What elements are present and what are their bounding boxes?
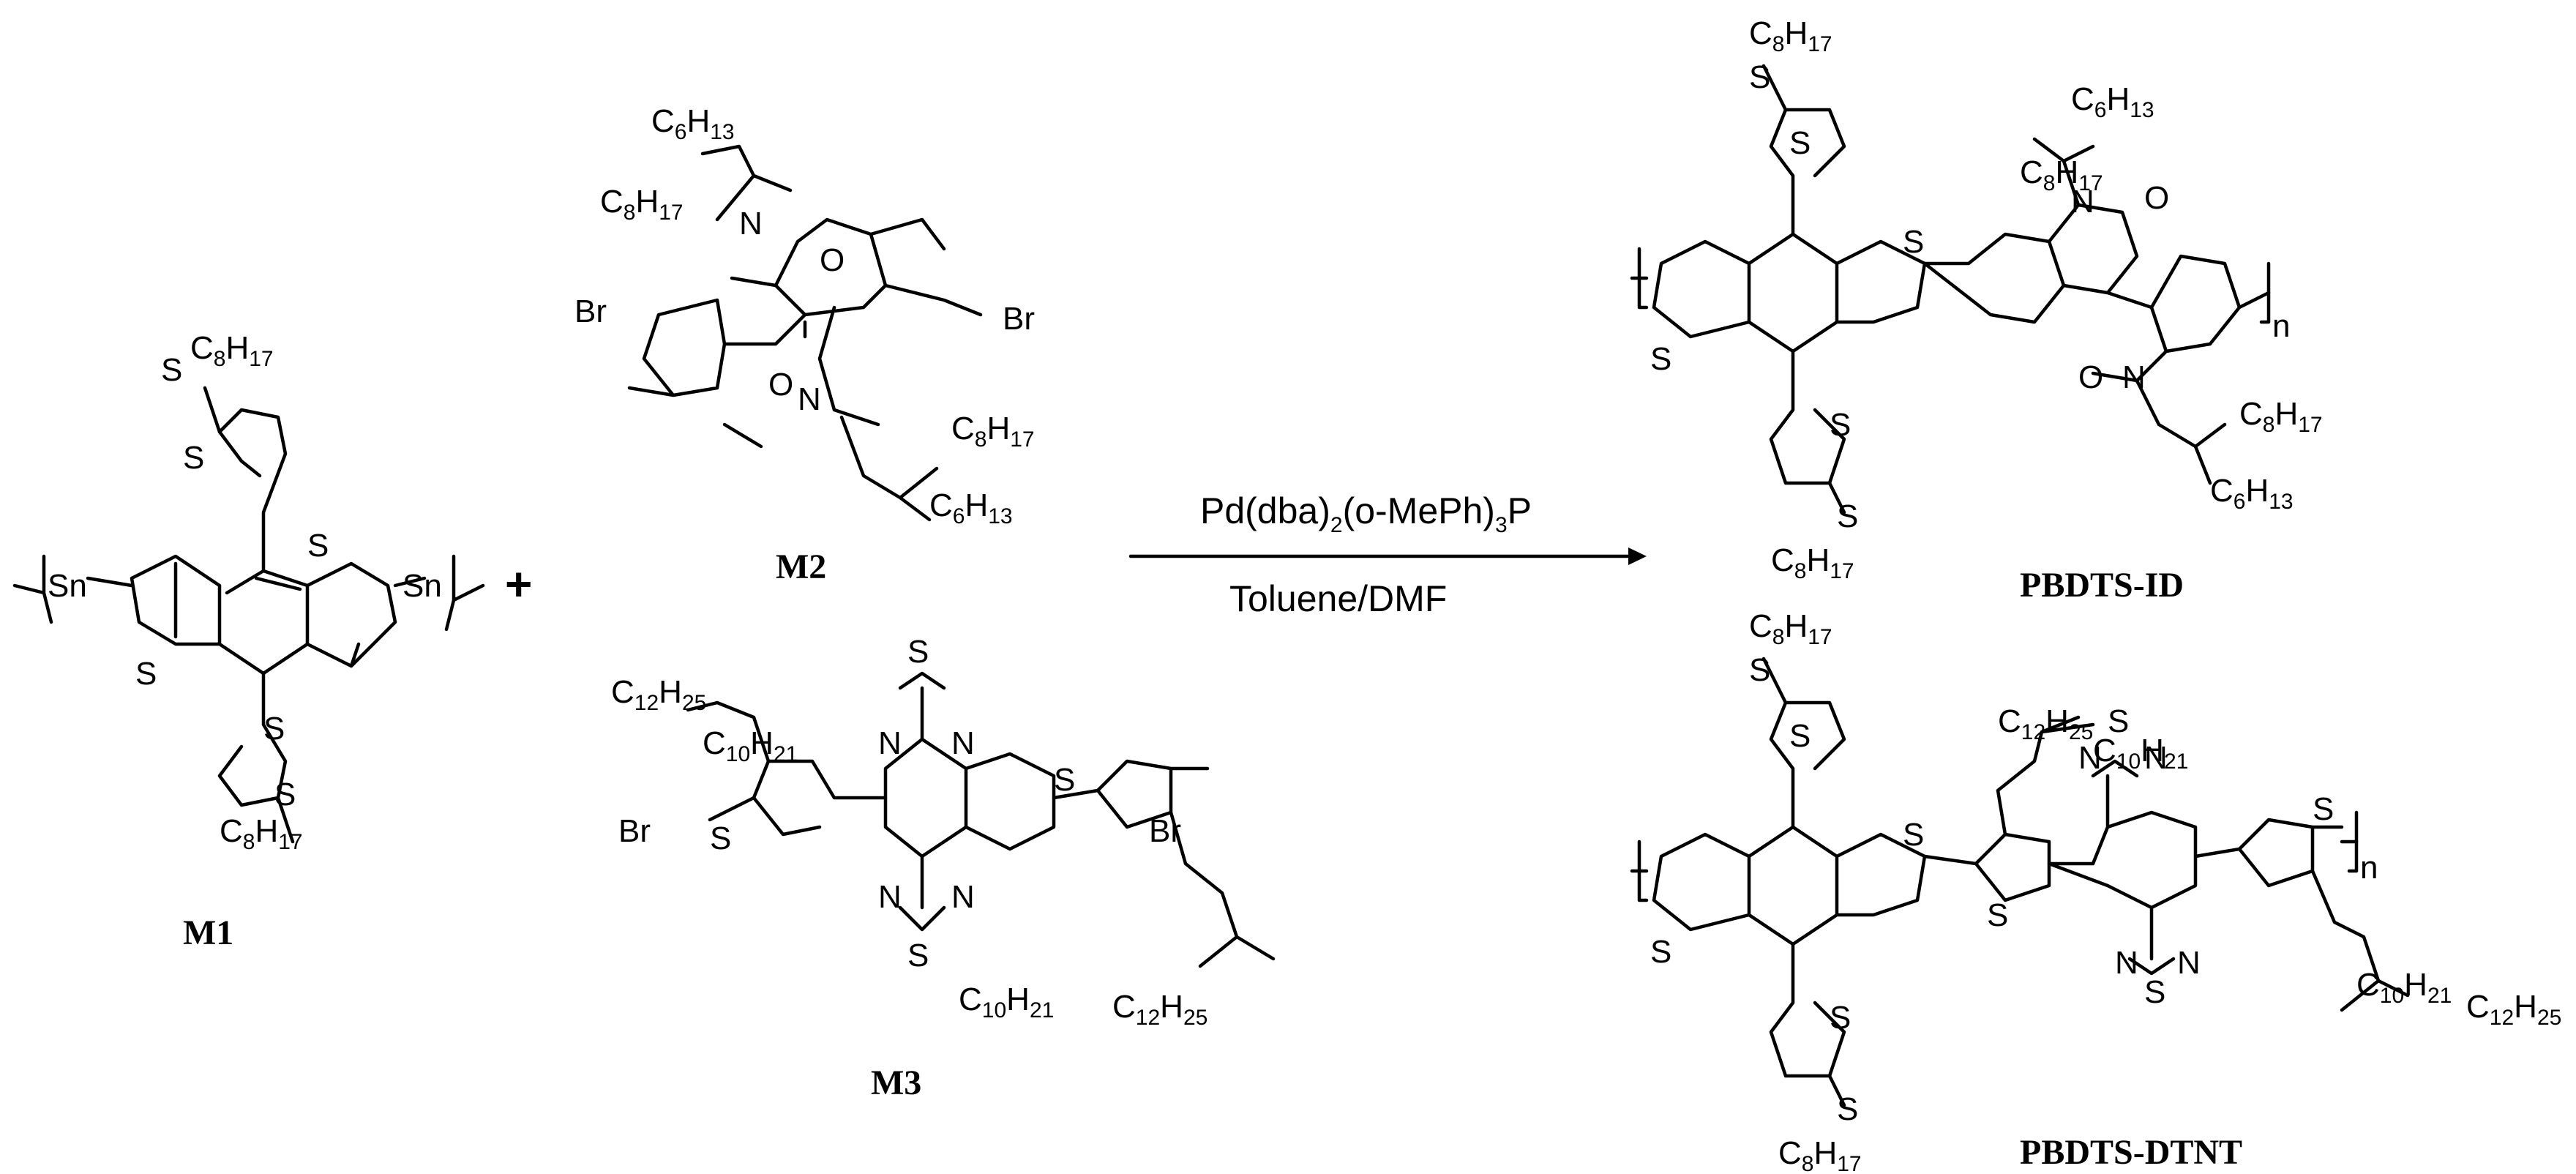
chain-c12h25: C12H25	[1112, 989, 1208, 1030]
atom-label: S	[907, 634, 929, 670]
label-pbdts-id: PBDTS-ID	[2020, 566, 2184, 605]
atom-label: S	[1903, 224, 1924, 260]
monomer-m1: S C8H17 S S S S S C8H17 Sn Sn M1	[12, 330, 485, 952]
product-pbdts-id: C8H17 S S S S S S C8H17 N O N O C6H13 C8…	[1630, 15, 2323, 605]
atom-label: Sn	[48, 568, 87, 604]
chain-c10h21: C10H21	[2356, 967, 2452, 1008]
atom-label: N	[2122, 359, 2146, 395]
chain-c8h17: C8H17	[220, 813, 303, 854]
chain-c8h17: C8H17	[190, 330, 274, 371]
atom-label: S	[263, 711, 285, 747]
atom-label: S	[1054, 762, 1075, 798]
chain-c6h13: C6H13	[929, 487, 1013, 528]
label-pbdts-dtnt: PBDTS-DTNT	[2020, 1133, 2242, 1172]
atom-label: S	[2144, 974, 2165, 1010]
chain-c8h17: C8H17	[1749, 15, 1832, 56]
label-m1: M1	[183, 913, 233, 952]
chain-c6h13: C6H13	[2071, 81, 2154, 122]
chain-c12h25: C12H25	[611, 674, 706, 715]
atom-label: Sn	[402, 568, 442, 604]
atom-label: S	[1650, 934, 1671, 970]
monomer-m3: S N N N N S S S Br Br C12H25 C10H21 C10H…	[611, 634, 1276, 1102]
atom-label: S	[1830, 1000, 1851, 1036]
atom-label: S	[1903, 817, 1924, 853]
atom-label: N	[739, 206, 763, 242]
atom-label: S	[1789, 125, 1811, 161]
atom-label: O	[820, 242, 845, 278]
atom-label: S	[1837, 1091, 1858, 1127]
atom-label: S	[1749, 652, 1770, 688]
atom-label: N	[2078, 740, 2102, 776]
chain-c10h21: C10H21	[959, 982, 1054, 1022]
chain-c6h13: C6H13	[651, 103, 735, 144]
atom-label: S	[710, 820, 731, 856]
atom-label: S	[183, 440, 204, 476]
atom-label: O	[2144, 180, 2169, 216]
atom-label: N	[798, 381, 821, 417]
atom-label: N	[951, 725, 975, 761]
chain-c8h17: C8H17	[2239, 396, 2323, 437]
atom-label: N	[878, 725, 902, 761]
atom-label: N	[2071, 184, 2094, 220]
atom-label: S	[907, 938, 929, 973]
atom-label: S	[1749, 59, 1770, 95]
atom-label: S	[2313, 791, 2334, 827]
monomer-m2: Br Br N O N O C6H13 C8H17 C8H17 C6H13 M2	[574, 103, 1035, 586]
chain-c8h17: C8H17	[1749, 608, 1832, 649]
repeat-unit-n: n	[2272, 308, 2290, 344]
chain-c8h17: C8H17	[1778, 1135, 1862, 1174]
chain-c6h13: C6H13	[2210, 473, 2294, 514]
reaction-arrow: Pd(dba)2(o-MePh)3P Toluene/DMF	[1128, 490, 1647, 619]
label-m2: M2	[776, 547, 826, 586]
chain-c8h17: C8H17	[600, 184, 684, 225]
chain-c10h21: C10H21	[2093, 733, 2188, 774]
atom-label: S	[1789, 718, 1811, 754]
repeat-unit-n: n	[2360, 850, 2378, 886]
chain-c8h17: C8H17	[2020, 154, 2103, 195]
atom-label: Br	[574, 294, 607, 329]
chain-c10h21: C10H21	[703, 725, 798, 766]
atom-label: N	[2115, 945, 2138, 981]
atom-label: Br	[1003, 301, 1035, 337]
atom-label: N	[2177, 945, 2201, 981]
reaction-solvent: Toluene/DMF	[1229, 578, 1447, 619]
atom-label: S	[1987, 897, 2008, 933]
reaction-catalyst: Pd(dba)2(o-MePh)3P	[1200, 490, 1532, 537]
atom-label: O	[768, 367, 793, 403]
atom-label: S	[1837, 498, 1858, 534]
plus-sign: +	[505, 558, 532, 610]
atom-label: S	[307, 528, 329, 564]
atom-label: S	[1830, 407, 1851, 443]
atom-label: S	[135, 656, 157, 692]
chain-c8h17: C8H17	[1771, 542, 1854, 583]
atom-label: S	[1650, 341, 1671, 377]
atom-label: S	[161, 352, 182, 388]
atom-label: N	[951, 879, 975, 915]
chain-c12h25: C12H25	[1998, 703, 2093, 744]
chain-c8h17: C8H17	[951, 411, 1035, 452]
atom-label: N	[2144, 740, 2168, 776]
product-pbdts-dtnt: C8H17 S S S S S S C8H17 S C12H25 C10H21 …	[1630, 608, 2561, 1174]
atom-label: N	[878, 879, 902, 915]
atom-label: S	[2108, 703, 2129, 739]
atom-label: O	[2078, 359, 2103, 395]
label-m3: M3	[871, 1063, 921, 1102]
atom-label: Br	[1149, 813, 1181, 849]
atom-label: Br	[618, 813, 651, 849]
atom-label: S	[274, 777, 296, 812]
chain-c12h25: C12H25	[2466, 989, 2561, 1030]
